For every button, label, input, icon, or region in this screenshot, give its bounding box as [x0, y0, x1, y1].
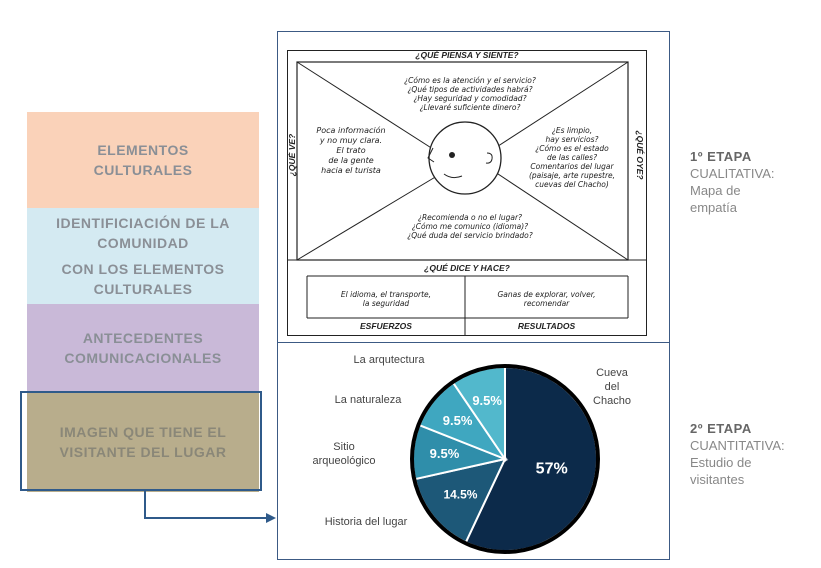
note: y no muy clara.: [319, 136, 383, 145]
note: (paisaje, arte rupestre,: [528, 171, 616, 180]
emp-header-bottom: ¿QUÉ DICE Y HACE?: [424, 263, 510, 273]
pie-chart: 57% 14.5% 9.5% 9.5% 9.5%: [410, 364, 600, 554]
block-text: CULTURALES: [93, 281, 193, 297]
block-text: ANTECEDENTES: [82, 330, 204, 346]
pie-value-arquitectura: 9.5%: [472, 393, 502, 408]
stage-line: CUALITATIVA:: [690, 166, 775, 181]
stage-title: 2º ETAPA: [690, 421, 752, 436]
note: ¿Qué duda del servicio brindado?: [407, 231, 533, 240]
stage-line: visitantes: [690, 472, 745, 487]
pie-label-historia: Historia del lugar: [324, 516, 408, 528]
stage1-label: 1º ETAPA CUALITATIVA: Mapa de empatía: [690, 148, 815, 216]
block-text: COMUNICACIONALES: [64, 350, 222, 366]
stage2-label: 2º ETAPA CUANTITATIVA: Estudio de visita…: [690, 420, 815, 488]
note: Poca información: [316, 126, 386, 135]
label-line: del: [604, 381, 620, 393]
pie-outline: [410, 364, 600, 554]
esfuerzos-label: ESFUERZOS: [360, 321, 412, 331]
note: cuevas del Chacho): [535, 180, 609, 189]
emp-top-notes: ¿Cómo es la atención y el servicio? ¿Qué…: [370, 76, 570, 112]
selection-frame: [20, 391, 262, 491]
note: la seguridad: [362, 299, 410, 308]
note: de la gente: [328, 156, 374, 165]
note: Ganas de explorar, volver,: [497, 290, 596, 299]
esfuerzos-text: El idioma, el transporte, la seguridad: [307, 290, 465, 308]
pie-value-cueva: 57%: [536, 460, 568, 477]
label-line: Cueva: [596, 367, 628, 379]
emp-header-right: ¿QUÉ OYE?: [635, 130, 645, 180]
note: ¿Es limpio,: [551, 126, 593, 135]
pie-label-sitio: Sitio arqueológico: [304, 440, 384, 468]
pie-value-sitio: 9.5%: [430, 446, 460, 461]
note: de las calles?: [546, 153, 598, 162]
stage-title: 1º ETAPA: [690, 149, 752, 164]
label-line: Chacho: [593, 395, 631, 407]
frame-divider: [277, 342, 670, 343]
pie-label-cueva: Cueva del Chacho: [582, 366, 642, 408]
empathy-map: [287, 50, 647, 336]
note: ¿Llevaré suficiente dinero?: [419, 103, 521, 112]
label-line: arqueológico: [312, 455, 376, 467]
pie-value-historia: 14.5%: [443, 488, 477, 502]
note: El idioma, el transporte,: [340, 290, 432, 299]
emp-right-notes: ¿Es limpio, hay servicios? ¿Cómo es el e…: [522, 126, 622, 189]
emp-header-top: ¿QUÉ PIENSA Y SIENTE?: [415, 50, 519, 60]
note: hay servicios?: [545, 135, 599, 144]
note: ¿Cómo es el estado: [535, 144, 609, 153]
resultados-label: RESULTADOS: [517, 321, 576, 331]
pie-label-naturaleza: La naturaleza: [334, 394, 402, 406]
block-elementos-culturales: ELEMENTOS CULTURALES: [27, 112, 259, 208]
note: Comentarios del lugar: [530, 162, 614, 171]
emp-bottom-notes: ¿Recomienda o no el lugar? ¿Cómo me comu…: [370, 213, 570, 240]
note: ¿Cómo me comunico (idioma)?: [411, 222, 529, 231]
block-text: IMAGEN QUE TIENE EL: [59, 424, 227, 440]
block-text: VISITANTE DEL LUGAR: [59, 444, 227, 460]
emp-left-notes: Poca información y no muy clara. El trat…: [306, 126, 396, 176]
block-imagen-visitante: IMAGEN QUE TIENE EL VISITANTE DEL LUGAR: [27, 392, 259, 492]
block-text: ELEMENTOS: [97, 142, 189, 158]
stage-line: empatía: [690, 200, 737, 215]
block-antecedentes: ANTECEDENTES COMUNICACIONALES: [27, 304, 259, 392]
note: hacia el turista: [321, 166, 381, 175]
main-frame: [277, 31, 670, 560]
note: ¿Qué tipos de actividades habrá?: [407, 85, 533, 94]
note: ¿Recomienda o no el lugar?: [417, 213, 523, 222]
note: ¿Cómo es la atención y el servicio?: [404, 76, 536, 85]
empathy-map-lines: [287, 61, 647, 336]
block-identificacion: IDENTIFICIACIÓN DE LA COMUNIDAD CON LOS …: [27, 208, 259, 304]
pie-label-arquitectura: La arqutectura: [353, 354, 425, 366]
label-line: Sitio: [333, 441, 355, 453]
note: ¿Hay seguridad y comodidad?: [413, 94, 527, 103]
emp-header-left: ¿QUÉ VE?: [287, 133, 297, 177]
block-text: COMUNIDAD: [97, 235, 189, 251]
block-text: CON LOS ELEMENTOS: [61, 261, 225, 277]
stage-line: Mapa de: [690, 183, 741, 198]
resultados-text: Ganas de explorar, volver, recomendar: [465, 290, 628, 308]
note: El trato: [336, 146, 366, 155]
note: recomendar: [523, 299, 570, 308]
block-text: CULTURALES: [93, 162, 193, 178]
stage-line: Estudio de: [690, 455, 752, 470]
stage-line: CUANTITATIVA:: [690, 438, 785, 453]
block-text: IDENTIFICIACIÓN DE LA: [56, 215, 230, 231]
pie-value-naturaleza: 9.5%: [443, 413, 473, 428]
connector-arrow: [144, 490, 276, 523]
